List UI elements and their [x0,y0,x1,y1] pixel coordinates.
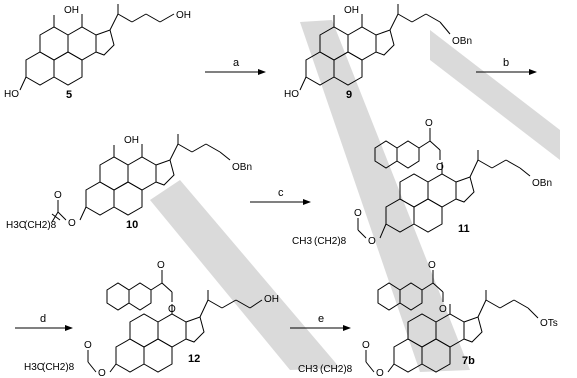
compound-11-ch2: (CH2)8 [314,236,347,247]
compound-10-oh: OH [124,135,139,146]
compound-10-ester-o: O [68,218,76,229]
compound-12-ester-o-top: O [168,304,176,315]
compound-9-obn: OBn [452,36,472,47]
compound-10-obn: OBn [232,162,252,173]
compound-11-ester-o-top: O [436,162,444,173]
step-b-label: b [503,57,509,69]
compound-11 [357,128,531,239]
compound-12-ester-o: O [98,368,106,378]
compound-11-obn: OBn [532,178,552,189]
compound-10-label: 10 [126,219,138,231]
compound-10-ch2: (CH2)8 [24,220,57,231]
step-d-label: d [40,313,46,325]
compound-7b-carbonyl-o-top: O [428,260,436,271]
compound-11-carbonyl-o: O [354,208,362,219]
compound-10-h3c: H3C [6,220,26,231]
compound-5-label: 5 [66,89,72,101]
compound-11-carbonyl-o-top: O [425,118,433,129]
compound-5-oh-top: OH [64,5,79,16]
compound-9-ho: HO [284,89,299,100]
compound-7b-ester-o-top: O [439,304,447,315]
compound-9 [299,4,451,91]
compound-9-oh-top: OH [344,5,359,16]
compound-10 [51,134,231,223]
compound-5-oh-chain: OH [176,10,191,21]
compound-11-ch3: CH3 [292,236,312,247]
compound-10-carbonyl-o: O [54,190,62,201]
compound-7b-ots: OTs [540,318,558,329]
compound-12-oh: OH [264,294,279,305]
compound-5-ho: HO [4,89,19,100]
step-e-label: e [318,313,324,325]
compound-12-h3c: H3C [24,362,44,373]
compound-11-label: 11 [458,223,470,235]
compound-7b-ester-o: O [376,368,384,378]
compound-5 [19,4,175,91]
compound-12-carbonyl-o-top: O [157,260,165,271]
compound-7b-ch3: CH3 [298,364,318,375]
compound-9-label: 9 [346,89,352,101]
compound-12 [87,270,263,373]
watermark [150,20,560,372]
step-a-label: a [233,57,240,69]
step-c-label: c [278,187,284,199]
compound-7b [365,270,539,373]
compound-7b-ch2: (CH2)8 [320,364,353,375]
compound-12-carbonyl-o: O [84,340,92,351]
compound-7b-label: 7b [462,355,475,367]
compound-11-ester-o: O [368,236,376,247]
compound-12-ch2: (CH2)8 [42,362,75,373]
compound-12-label: 12 [188,353,200,365]
compound-7b-carbonyl-o: O [362,340,370,351]
